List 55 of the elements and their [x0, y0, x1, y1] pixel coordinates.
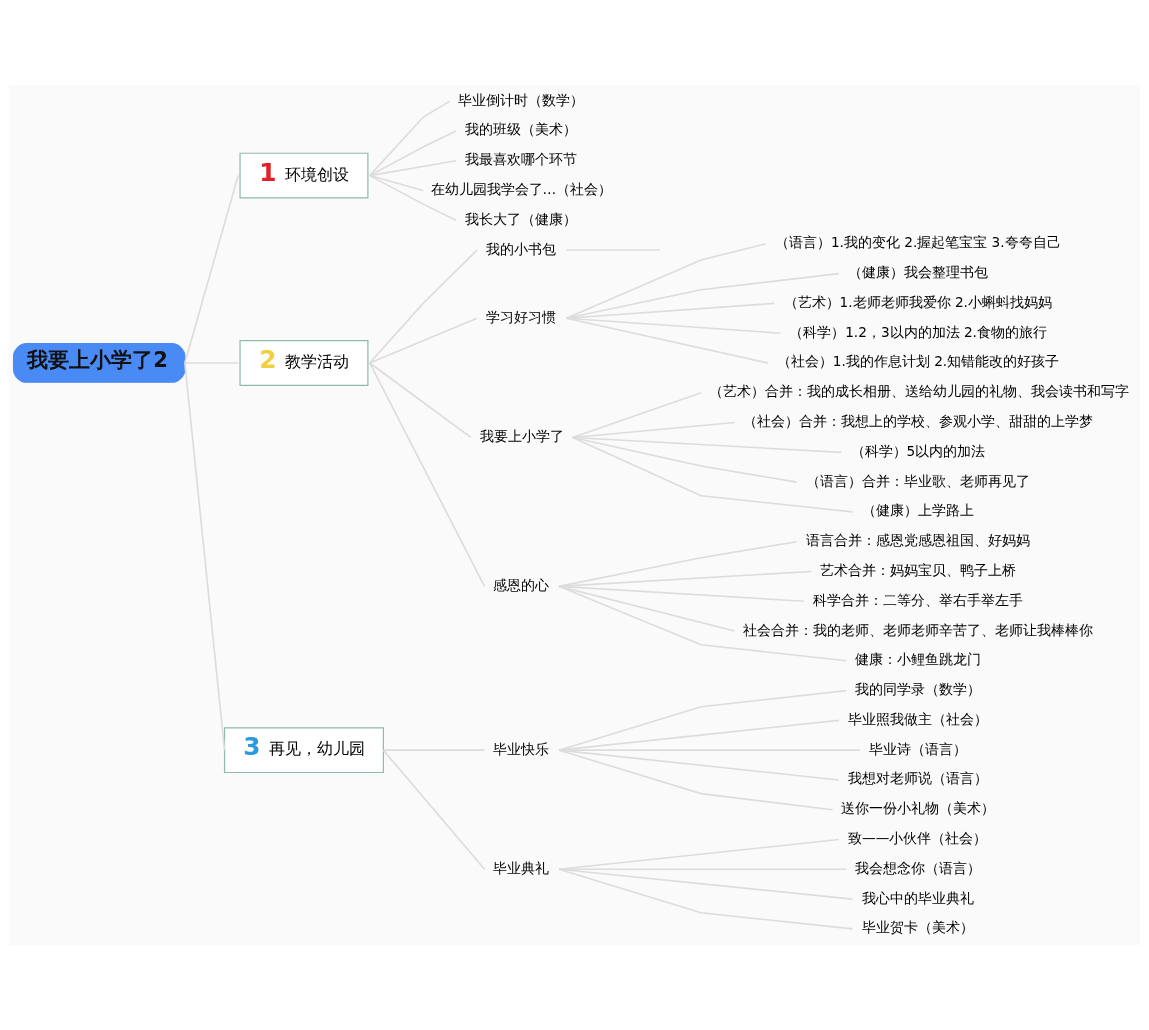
node-text: （社会）1.我的作息计划 2.知错能改的好孩子 [776, 353, 1060, 370]
node-box: 3 再见，幼儿园 [223, 727, 384, 774]
node-text: 送你一份小礼物（美术） [841, 800, 996, 817]
node-text: 学习好习惯 [486, 308, 557, 325]
node-text: 我的小书包 [486, 240, 557, 257]
node-text: （社会）合并：我想上的学校、参观小学、甜甜的上学梦 [743, 413, 1094, 430]
connector [558, 749, 834, 811]
node-text: （科学）5以内的加法 [850, 442, 986, 459]
node-text: （健康）我会整理书包 [848, 264, 989, 281]
node-text: 感恩的心 [493, 576, 550, 593]
node-text: 毕业典礼 [493, 859, 550, 876]
node-text: 毕业诗（语言） [869, 740, 968, 757]
node-text: 社会合并：我的老师、老师老师辛苦了、老师让我棒棒你 [743, 621, 1094, 638]
node-text: 语言合并：感恩党感恩祖国、好妈妈 [805, 532, 1030, 549]
node-text: （健康）上学路上 [861, 502, 974, 519]
node-text: 我心中的毕业典礼 [861, 889, 974, 906]
node-text: 我会想念你（语言） [854, 859, 981, 876]
node-text: 毕业照我做主（社会） [848, 710, 989, 727]
connector [368, 100, 451, 177]
connector [558, 540, 798, 588]
connector [558, 868, 854, 930]
node-text: （艺术）1.老师老师我爱你 2.小蝌蚪找妈妈 [783, 293, 1052, 310]
node-text: 毕业倒计时（数学） [458, 91, 585, 108]
node-text: （语言）合并：毕业歌、老师再见了 [805, 472, 1030, 489]
node-text: 我要上小学了 [479, 427, 564, 444]
node-text: 在幼儿园我学会了…（社会） [430, 180, 613, 197]
node-text: （科学）1.2，3以内的加法 2.食物的旅行 [789, 323, 1047, 340]
connector [368, 249, 478, 364]
node-text: 我的同学录（数学） [854, 681, 981, 698]
node-text: 我长大了（健康） [465, 210, 578, 227]
connector [368, 317, 478, 364]
connector [368, 362, 486, 588]
connector [184, 174, 239, 364]
node-box: 2 教学活动 [239, 340, 369, 386]
connector [565, 317, 769, 364]
node-text: 毕业贺卡（美术） [861, 919, 974, 936]
node-text: 我的班级（美术） [465, 121, 578, 138]
node-text: 致——小伙伴（社会） [848, 829, 988, 846]
node-text: （艺术）合并：我的成长相册、送给幼儿园的礼物、我会读书和写字 [708, 383, 1129, 400]
connector [184, 362, 226, 751]
node-text: 我最喜欢哪个环节 [465, 151, 578, 168]
node-text: 健康：小鲤鱼跳龙门 [854, 651, 981, 668]
connector [368, 362, 472, 439]
connector [571, 436, 854, 513]
node-text: （语言）1.我的变化 2.握起笔宝宝 3.夸夸自己 [774, 234, 1061, 251]
node-box: 1 环境创设 [239, 152, 369, 199]
node-text: 我想对老师说（语言） [848, 770, 989, 787]
connector [368, 174, 457, 222]
node-text: 科学合并：二等分、举右手举左手 [813, 591, 1024, 608]
connector [565, 243, 767, 320]
node-text: 艺术合并：妈妈宝贝、鸭子上桥 [820, 561, 1017, 578]
connector [571, 391, 702, 439]
node-box: 我要上小学了2 [12, 343, 186, 383]
connector [382, 749, 486, 871]
node-text: 毕业快乐 [493, 740, 550, 757]
